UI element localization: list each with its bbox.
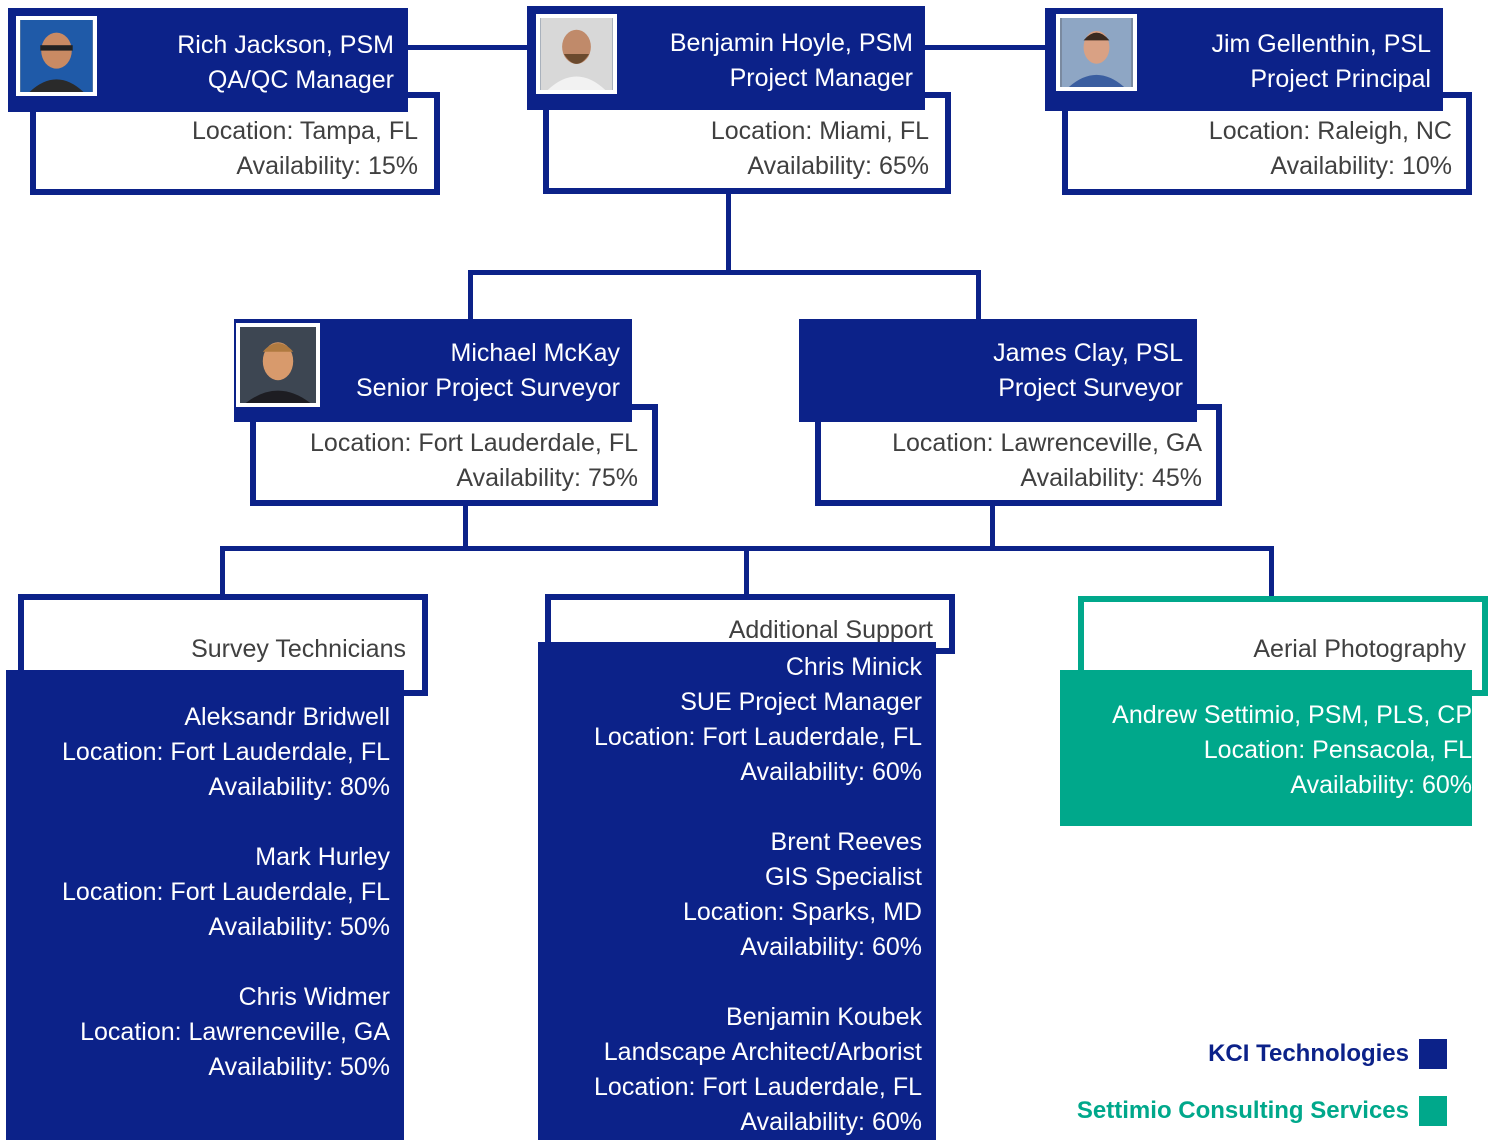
benjamin-hoyle-availability: Availability: 65% (747, 152, 929, 180)
person-availability: Availability: 80% (208, 773, 390, 801)
rich-jackson-name: Rich Jackson, PSM (177, 31, 394, 59)
additional-support-list: Chris Minick SUE Project Manager Locatio… (538, 642, 936, 1140)
person-location: Location: Fort Lauderdale, FL (62, 878, 390, 906)
survey-technicians-list: Aleksandr Bridwell Location: Fort Lauder… (6, 670, 404, 1140)
person-location: Location: Fort Lauderdale, FL (594, 723, 922, 751)
connector-support-drop (744, 546, 749, 598)
james-clay-name: James Clay, PSL (993, 339, 1183, 367)
person-availability: Availability: 60% (740, 1108, 922, 1136)
rich-jackson-location: Location: Tampa, FL (191, 117, 418, 145)
list-item: Andrew Settimio, PSM, PLS, CP Location: … (1112, 698, 1472, 803)
benjamin-hoyle-name: Benjamin Hoyle, PSM (669, 29, 913, 57)
connector-michael-down (463, 503, 468, 549)
legend-settimio-swatch (1419, 1096, 1447, 1126)
person-name: Andrew Settimio, PSM, PLS, CP (1112, 701, 1472, 729)
person-location: Location: Fort Lauderdale, FL (594, 1073, 922, 1101)
person-role: SUE Project Manager (680, 688, 922, 716)
person-name: Mark Hurley (255, 843, 390, 871)
james-clay-role: Project Surveyor (998, 374, 1183, 402)
person-name: Chris Minick (785, 653, 922, 681)
connector-mid-horizontal (468, 270, 981, 275)
additional-support-title: Additional Support (728, 616, 933, 644)
michael-mckay-avatar (236, 323, 320, 407)
person-availability: Availability: 50% (208, 913, 390, 941)
person-availability: Availability: 50% (208, 1053, 390, 1081)
person-availability: Availability: 60% (740, 933, 922, 961)
person-availability: Availability: 60% (740, 758, 922, 786)
list-item: Chris Minick SUE Project Manager Locatio… (594, 650, 922, 790)
person-availability: Availability: 60% (1290, 771, 1472, 799)
michael-mckay-name: Michael McKay (450, 339, 621, 367)
james-clay-availability: Availability: 45% (1020, 464, 1202, 492)
person-name: Chris Widmer (238, 983, 390, 1011)
jim-gellenthin-avatar (1056, 14, 1137, 91)
benjamin-hoyle-location: Location: Miami, FL (710, 117, 929, 145)
jim-gellenthin-name: Jim Gellenthin, PSL (1211, 30, 1431, 58)
jim-gellenthin-availability: Availability: 10% (1270, 152, 1452, 180)
jim-gellenthin-role: Project Principal (1250, 65, 1431, 93)
james-clay-title-box: James Clay, PSL Project Surveyor (799, 319, 1197, 422)
michael-mckay-location: Location: Fort Lauderdale, FL (310, 429, 638, 457)
list-item: Aleksandr Bridwell Location: Fort Lauder… (62, 700, 390, 805)
aerial-photography-list: Andrew Settimio, PSM, PLS, CP Location: … (1060, 670, 1472, 826)
legend-kci-label: KCI Technologies (1208, 1040, 1409, 1067)
connector-pm-down (726, 190, 731, 272)
person-name: Brent Reeves (770, 828, 922, 856)
connector-survey-drop (220, 546, 225, 598)
list-item: Brent Reeves GIS Specialist Location: Sp… (594, 825, 922, 965)
person-location: Location: Lawrenceville, GA (80, 1018, 390, 1046)
survey-technicians-title: Survey Technicians (191, 635, 406, 663)
rich-jackson-avatar (16, 16, 97, 96)
jim-gellenthin-location: Location: Raleigh, NC (1208, 117, 1452, 145)
rich-jackson-role: QA/QC Manager (207, 66, 394, 94)
james-clay-location: Location: Lawrenceville, GA (892, 429, 1202, 457)
connector-aerial-drop (1269, 546, 1274, 598)
person-location: Location: Fort Lauderdale, FL (62, 738, 390, 766)
legend-settimio-label: Settimio Consulting Services (1076, 1097, 1409, 1124)
connector-james-up (976, 270, 981, 322)
rich-jackson-availability: Availability: 15% (236, 152, 418, 180)
person-role: Landscape Architect/Arborist (603, 1038, 922, 1066)
person-location: Location: Pensacola, FL (1203, 736, 1472, 764)
michael-mckay-role: Senior Project Surveyor (355, 374, 620, 402)
legend-kci-swatch (1419, 1039, 1447, 1069)
benjamin-hoyle-avatar (536, 14, 617, 94)
aerial-photography-title: Aerial Photography (1253, 635, 1466, 663)
connector-michael-up (468, 270, 473, 322)
person-name: Aleksandr Bridwell (184, 703, 390, 731)
list-item: Chris Widmer Location: Lawrenceville, GA… (62, 980, 390, 1085)
benjamin-hoyle-role: Project Manager (729, 64, 913, 92)
person-name: Benjamin Koubek (726, 1003, 922, 1031)
person-role: GIS Specialist (764, 863, 922, 891)
list-item: Benjamin Koubek Landscape Architect/Arbo… (594, 1000, 922, 1140)
connector-james-down (990, 503, 995, 549)
person-location: Location: Sparks, MD (683, 898, 922, 926)
michael-mckay-availability: Availability: 75% (456, 464, 638, 492)
list-item: Mark Hurley Location: Fort Lauderdale, F… (62, 840, 390, 945)
